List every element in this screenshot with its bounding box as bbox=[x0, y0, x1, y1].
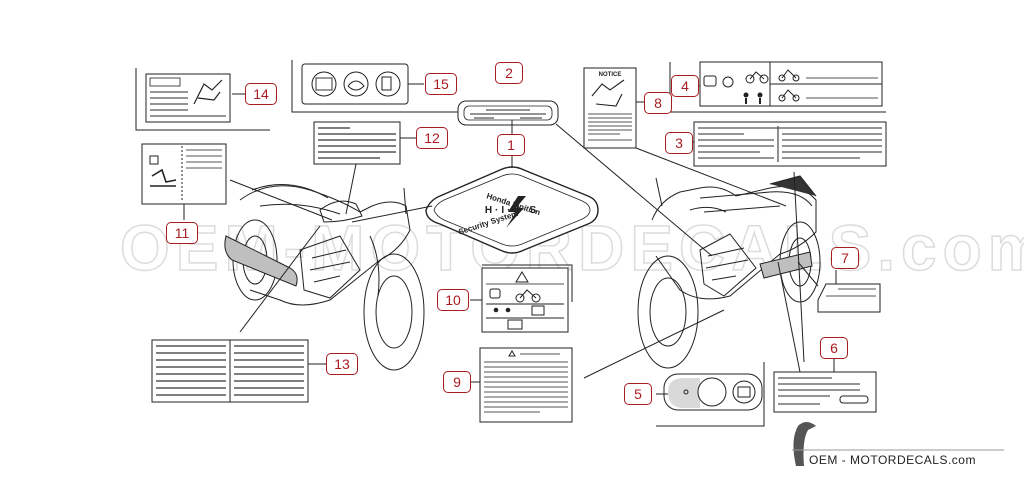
notice-heading: NOTICE bbox=[599, 72, 622, 78]
callout-12: 12 bbox=[416, 127, 448, 149]
callout-2: 2 bbox=[495, 62, 523, 84]
decal-5 bbox=[663, 373, 763, 411]
callout-11: 11 bbox=[166, 222, 198, 244]
decal-2 bbox=[457, 100, 559, 126]
decal-7 bbox=[817, 283, 881, 313]
decal-3 bbox=[693, 121, 887, 167]
decal-12 bbox=[313, 121, 401, 165]
decal-13 bbox=[151, 339, 309, 403]
callout-14: 14 bbox=[245, 83, 277, 105]
callout-13: 13 bbox=[326, 353, 358, 375]
decal-11 bbox=[141, 143, 227, 205]
decal-15 bbox=[301, 63, 409, 105]
leader-lines bbox=[183, 83, 837, 395]
decal-14 bbox=[145, 73, 231, 123]
separator-10 bbox=[482, 264, 573, 302]
callout-15: 15 bbox=[425, 73, 457, 95]
callout-8: 8 bbox=[644, 92, 672, 114]
callout-6: 6 bbox=[820, 337, 848, 359]
callout-10: 10 bbox=[437, 289, 469, 311]
decal-9 bbox=[479, 347, 573, 423]
separator-15 bbox=[291, 60, 462, 113]
callout-1: 1 bbox=[497, 134, 525, 156]
motorcycle-right bbox=[637, 175, 821, 369]
brand-logo-icon bbox=[793, 422, 816, 466]
decal-6 bbox=[773, 371, 877, 413]
separator-14 bbox=[135, 68, 270, 131]
decal-4 bbox=[699, 61, 883, 107]
callout-5: 5 bbox=[624, 383, 652, 405]
brand-caption: OEM - MOTORDECALS.com bbox=[809, 453, 976, 467]
decal-1-emblem: Honda Ignition H·I·S·S Security System bbox=[425, 166, 599, 254]
callout-3: 3 bbox=[665, 132, 693, 154]
callout-7: 7 bbox=[831, 247, 859, 269]
callout-9: 9 bbox=[443, 371, 471, 393]
separator-5 bbox=[656, 362, 765, 427]
callout-4: 4 bbox=[671, 75, 699, 97]
decal-8-notice: NOTICE bbox=[583, 67, 637, 149]
motorcycle-left bbox=[224, 184, 425, 371]
decal-10 bbox=[481, 267, 569, 333]
